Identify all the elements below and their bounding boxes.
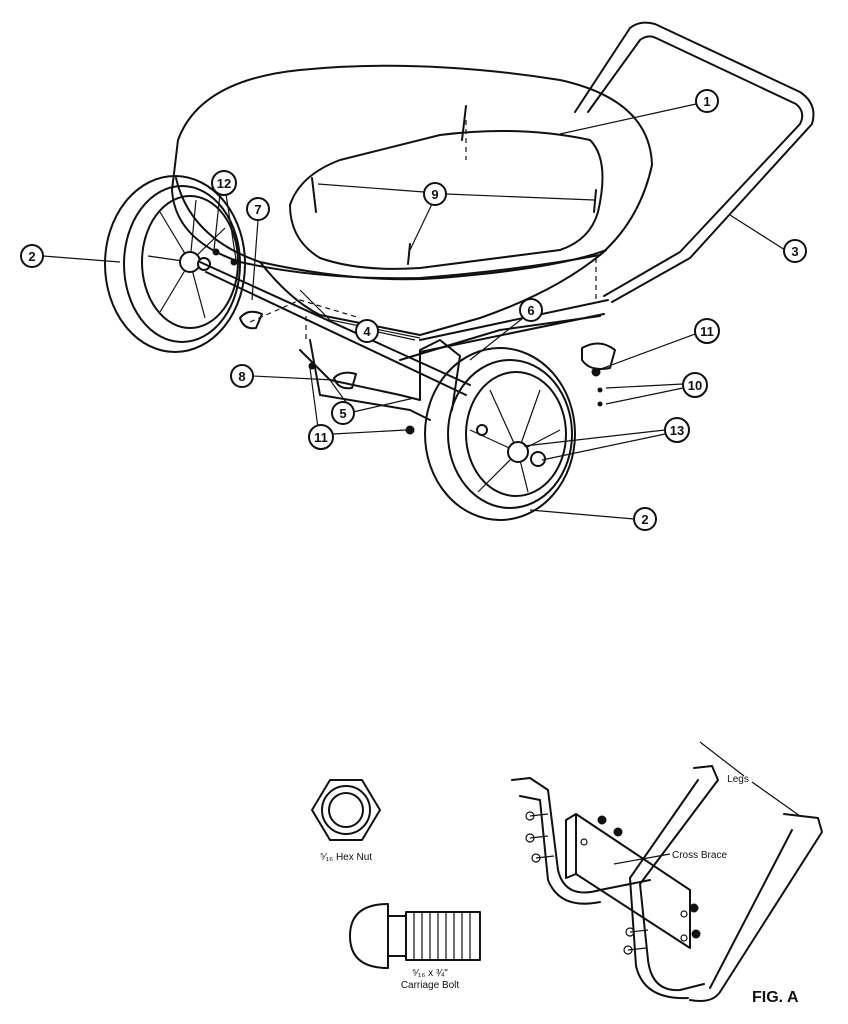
callout-8: 8	[230, 364, 335, 388]
callout-label-2-left: 2	[28, 249, 35, 264]
callout-label-11-right: 11	[700, 324, 714, 339]
callout-label-4: 4	[363, 324, 371, 339]
callouts: 1 2 2 3 4 5	[20, 89, 807, 531]
legs-label: Legs	[727, 774, 749, 785]
left-wheel	[104, 175, 246, 353]
callout-label-13: 13	[670, 423, 684, 438]
callout-2-right: 2	[529, 507, 657, 531]
callout-label-1: 1	[703, 94, 710, 109]
carriage-bolt-size-label: ⁵⁄₁₆ x ¾"	[412, 968, 448, 979]
tray	[171, 64, 653, 339]
callout-label-9: 9	[431, 187, 438, 202]
fig-a-title: FIG. A	[752, 989, 799, 1006]
handle-frame	[419, 21, 815, 353]
callout-label-11-left: 11	[314, 430, 328, 445]
fig-a-legs-assembly	[511, 765, 823, 1002]
callout-2-left: 2	[20, 244, 121, 268]
callout-13: 13	[523, 417, 690, 461]
fig-a-labels: Legs Cross Brace FIG. A	[613, 741, 801, 1006]
callout-11-left: 11	[308, 367, 407, 450]
hex-nut: ⁵⁄₁₆ Hex Nut	[311, 779, 381, 863]
carriage-bolt: ⁵⁄₁₆ x ¾" Carriage Bolt	[349, 903, 481, 991]
callout-6: 6	[469, 298, 543, 361]
axle-and-braces	[199, 120, 616, 421]
callout-11-right: 11	[597, 318, 720, 371]
callout-label-12: 12	[217, 176, 231, 191]
callout-12: 12	[211, 170, 237, 261]
callout-10: 10	[605, 372, 708, 405]
callout-1: 1	[559, 89, 719, 135]
hex-nut-label: ⁵⁄₁₆ Hex Nut	[320, 852, 372, 863]
callout-3: 3	[729, 214, 807, 263]
callout-label-7: 7	[254, 202, 261, 217]
right-wheel	[424, 347, 576, 521]
callout-label-10: 10	[688, 378, 702, 393]
callout-label-2-right: 2	[641, 512, 648, 527]
carriage-bolt-type-label: Carriage Bolt	[401, 980, 460, 991]
callout-label-8: 8	[238, 369, 245, 384]
callout-4: 4	[355, 319, 416, 343]
callout-label-6: 6	[527, 303, 534, 318]
callout-label-5: 5	[339, 406, 346, 421]
cross-brace-label: Cross Brace	[672, 850, 727, 861]
callout-5: 5	[329, 379, 415, 425]
callout-label-3: 3	[791, 244, 798, 259]
callout-7: 7	[246, 197, 270, 301]
callout-9: 9	[317, 182, 595, 251]
hardware-marks	[212, 105, 603, 435]
